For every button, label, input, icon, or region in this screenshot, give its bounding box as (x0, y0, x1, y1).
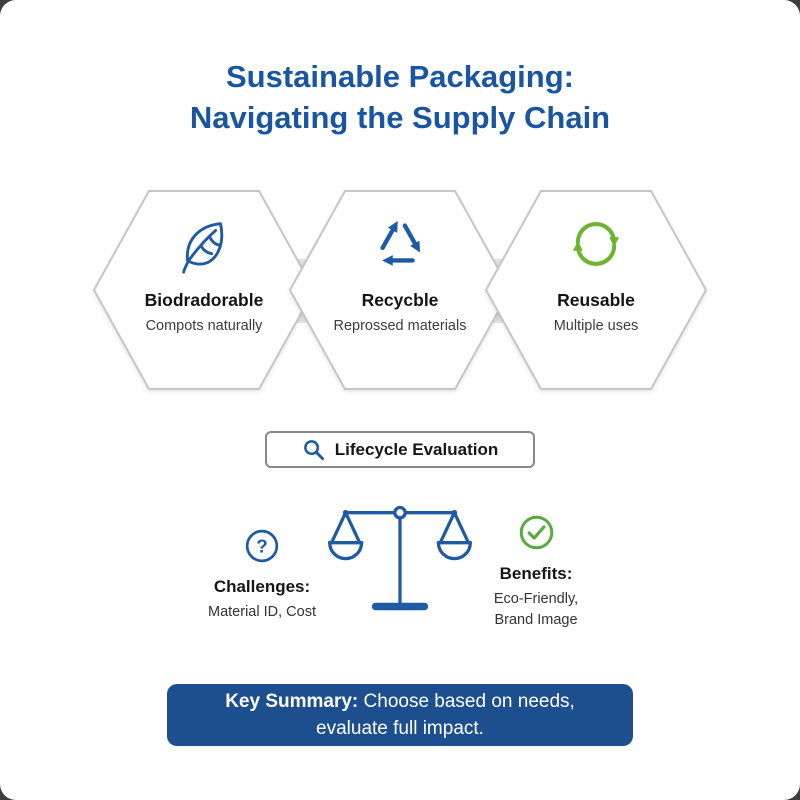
question-icon: ? (245, 529, 279, 563)
benefits-label: Benefits: (499, 564, 573, 583)
hexagon-outline (484, 190, 708, 390)
leaf-icon (173, 212, 235, 276)
hexagon-biodegradable: Biodradorable Compots naturally (92, 188, 316, 392)
key-summary-banner: Key Summary: Choose based on needs, eval… (167, 684, 633, 746)
challenges-group: ? Challenges: Material ID, Cost (178, 528, 346, 623)
check-icon (519, 515, 553, 550)
search-icon (303, 440, 324, 461)
challenges-detail: Material ID, Cost (208, 604, 316, 620)
hexagon-recyclable: Recycble Reprossed materials (288, 188, 512, 392)
question-mark: ? (256, 536, 268, 557)
hexagon-label: Reusable (557, 290, 635, 310)
hexagon-label: Biodradorable (144, 290, 264, 310)
key-summary-text: Choose based on needs, (358, 691, 575, 712)
benefits-detail-line2: Brand Image (494, 612, 578, 628)
challenges-label: Challenges: (213, 577, 311, 596)
hexagon-subtext: Reprossed materials (333, 318, 467, 334)
lifecycle-evaluation-label: Lifecycle Evaluation (334, 439, 499, 459)
lifecycle-evaluation-box: Lifecycle Evaluation (265, 431, 535, 468)
hexagon-label: Recycble (361, 290, 439, 310)
material-types-row: Biodradorable Compots naturally (92, 188, 708, 394)
benefits-group: Benefits: Eco-Friendly, Brand Image (456, 514, 616, 631)
page-title-line2: Navigating the Supply Chain (189, 100, 611, 135)
hexagon-reusable: Reusable Multiple uses (484, 188, 708, 392)
key-summary-line2: evaluate full impact. (316, 718, 484, 739)
reuse-icon (567, 212, 625, 276)
key-summary-line1: Key Summary: Choose based on needs, (167, 688, 633, 715)
recycle-icon (369, 212, 431, 276)
benefits-detail-line1: Eco-Friendly, (493, 591, 579, 607)
page-title-line1: Sustainable Packaging: (226, 59, 574, 94)
balance-scale-icon (328, 505, 472, 611)
hexagon-subtext: Compots naturally (145, 318, 263, 334)
key-summary-label: Key Summary: (225, 691, 359, 712)
benefits-detail: Eco-Friendly, Brand Image (456, 589, 616, 631)
hexagon-subtext: Multiple uses (553, 318, 639, 334)
page-title: Sustainable Packaging: Navigating the Su… (0, 56, 800, 138)
